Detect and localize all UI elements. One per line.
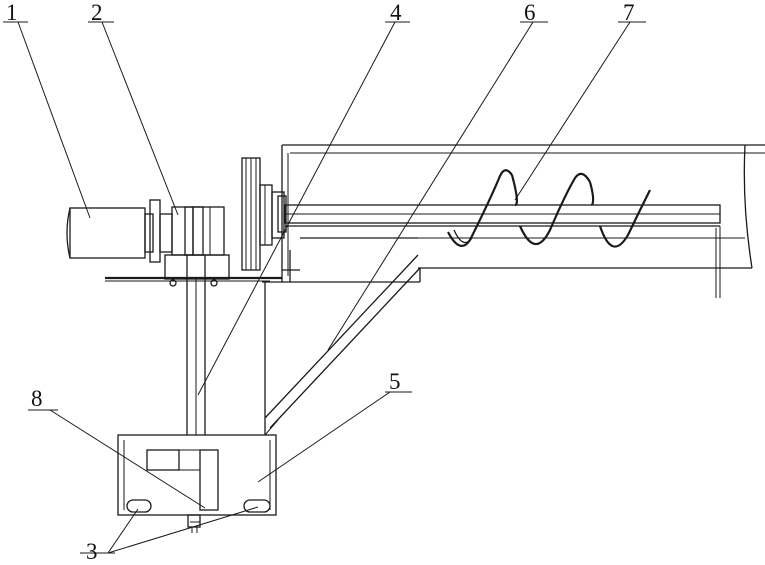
- label-7: 7: [623, 0, 635, 25]
- label-5: 5: [389, 369, 401, 394]
- label-8: 8: [31, 386, 43, 411]
- gearbox: [165, 207, 229, 279]
- label-3: 3: [86, 539, 98, 564]
- label-1: 1: [6, 0, 18, 25]
- vertical-shaft: [187, 255, 205, 435]
- motor: [67, 200, 172, 262]
- leader-lines: [3, 22, 646, 553]
- mounting-bracket: [105, 250, 420, 286]
- pulley-assembly: [242, 158, 286, 270]
- label-2: 2: [91, 0, 103, 25]
- label-4: 4: [390, 0, 402, 25]
- screw-flights: [448, 170, 650, 246]
- label-6: 6: [524, 0, 536, 25]
- lower-box: [118, 435, 276, 533]
- screw-shaft: [285, 205, 720, 298]
